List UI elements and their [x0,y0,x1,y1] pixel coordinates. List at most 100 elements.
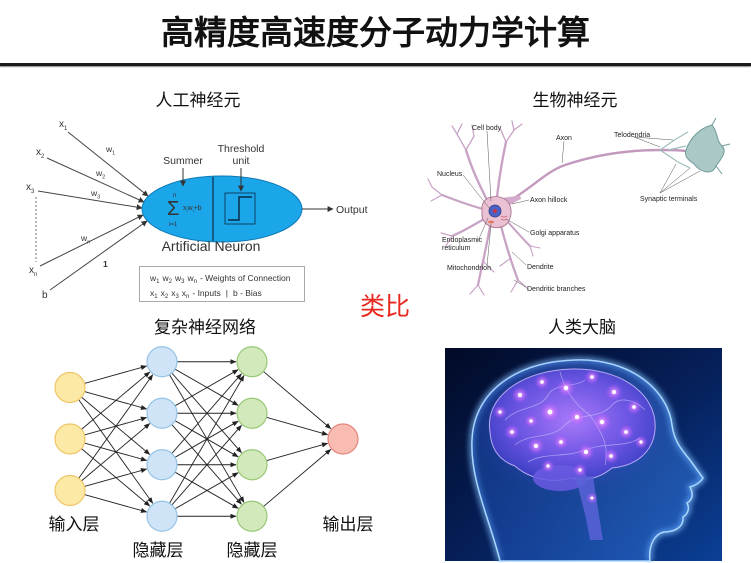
connection-bias [49,220,148,291]
brain-title: 人类大脑 [548,318,616,338]
axon [505,148,693,205]
legend-x2: x2 [160,288,169,300]
legend-w3: w3 [174,273,185,285]
neural-network-diagram [54,346,359,532]
weight-label-w1: w1 [105,144,115,157]
threshold-unit-label: unit [233,155,250,167]
network-node-output [327,423,359,455]
weight-label-bias: 1 [103,259,108,269]
bio-neuron-diagram: Cell body Axon Telodendria Nucleus Axon … [427,117,731,296]
dendrites [427,120,541,296]
mitochondrion-shape [488,220,494,224]
label-nucleus: Nucleus [437,171,463,178]
network-node-input [54,371,86,404]
summation-formula: n Σ i=1 xiwi+b [167,193,202,228]
network-edge [84,468,148,487]
neural-activity-glows [493,369,648,504]
artificial-neuron-title: 人工神经元 [155,91,241,111]
legend-w2: w2 [162,273,172,285]
network-edge [78,374,154,479]
layer-label-hidden-1: 隐藏层 [132,541,184,561]
network-edges [78,359,332,519]
telodendria [659,131,691,169]
legend-w1: w1 [150,273,160,285]
sum-term: xiwi+b [183,205,202,213]
legend-wn: wn [187,273,197,285]
sum-upper-limit: n [173,193,176,199]
network-edge [171,373,242,454]
synaptic-terminal [685,124,725,173]
analogy-label: 类比 [359,292,410,321]
input-label-x1: x1 [59,119,68,132]
layer-label-output: 输出层 [322,515,374,535]
layer-label-input: 输入层 [48,515,100,535]
network-node-hidden-2 [236,500,268,532]
label-dendrite: Dendrite [527,264,554,271]
network-nodes [54,346,359,532]
network-edge [263,371,332,430]
network-node-hidden-1 [146,500,178,532]
weight-label-wn: wn [80,233,90,246]
weight-labels: w1 w2 w3 wn 1 [80,144,115,269]
input-label-bias: b [42,290,48,301]
network-edge [171,424,242,506]
legend-bias-text: b - Bias [232,288,262,298]
sum-lower-limit: i=1 [169,222,178,228]
network-node-input [54,474,86,507]
network-edge [81,371,151,430]
label-mitochondrion: Mitochondrion [447,265,491,272]
legend-x1: x1 [150,288,158,300]
brainstem-shape [576,476,603,540]
bio-leader-lines [462,130,701,288]
label-cell-body: Cell body [472,125,502,132]
network-edge [266,442,329,462]
human-brain-image [445,348,722,562]
network-edge [169,375,245,504]
input-label-xn: xn [29,265,37,278]
input-label-x2: x2 [36,147,45,160]
label-synaptic-terminals: Synaptic terminals [640,196,698,203]
network-node-hidden-1 [146,346,178,378]
step-function-icon [224,192,256,225]
weight-label-w3: w3 [90,188,100,201]
label-telodendria: Telodendria [614,132,650,139]
legend-xn: xn [181,288,190,300]
legend-weights-text: - Weights of Connection [199,273,291,283]
label-golgi-apparatus: Golgi apparatus [530,230,580,237]
network-node-hidden-1 [146,449,178,481]
network-node-hidden-2 [236,397,268,429]
network-edge [84,365,148,384]
label-endoplasmic: Endoplasmic [442,237,483,244]
weight-label-w2: w2 [95,168,105,181]
network-edge [174,472,239,510]
network-edge [263,448,332,507]
network-node-hidden-1 [146,397,178,429]
output-label: Output [336,204,368,216]
sum-symbol: Σ [167,198,179,220]
neuron-name: Artificial Neuron [162,238,261,254]
label-axon-hillock: Axon hillock [530,197,568,204]
cell-body [481,196,512,229]
legend-separator: | [225,288,228,298]
connection-xn [39,214,144,267]
network-edge [174,369,239,407]
label-axon: Axon [556,135,572,142]
title-divider [0,63,751,66]
input-labels: x1 x2 x3 xn b [26,119,68,301]
network-node-hidden-2 [236,346,268,378]
summer-label: Summer [163,155,203,167]
network-edge [81,423,151,482]
label-dendritic-branches: Dendritic branches [527,286,586,293]
bio-neuron-title: 生物神经元 [532,91,618,111]
threshold-label: Threshold [218,143,265,155]
bio-labels: Cell body Axon Telodendria Nucleus Axon … [437,125,698,293]
slide-title: 高精度高速度分子动力学计算 [161,13,590,52]
artificial-neuron-diagram: x1 x2 x3 xn b w1 w2 w3 wn 1 n Σ i=1 xiwi… [26,119,368,301]
input-label-x3: x3 [26,182,35,195]
input-connections [35,131,149,291]
network-node-hidden-2 [236,449,268,481]
